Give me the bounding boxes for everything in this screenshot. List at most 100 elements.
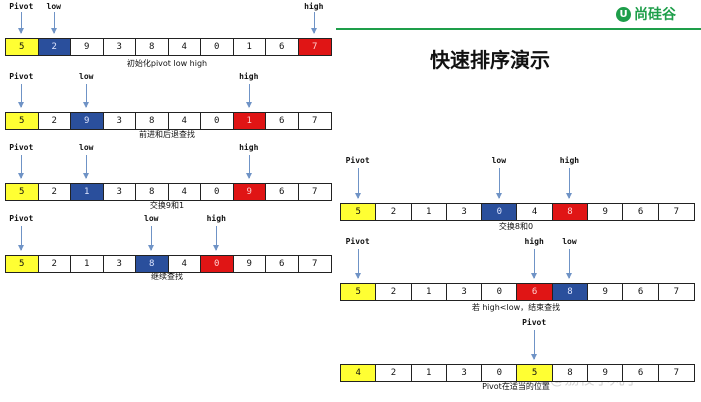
array-cell: 1	[71, 256, 104, 272]
pointer-label: high	[524, 237, 544, 246]
array-cell: 6	[517, 284, 553, 300]
pointer-label: high	[239, 72, 259, 81]
array-cell: 2	[39, 256, 71, 272]
pointer-label: Pivot	[522, 318, 547, 327]
array-cell: 9	[71, 113, 104, 129]
array-cell: 0	[482, 284, 518, 300]
pointer-arrow	[245, 155, 252, 179]
array-cell: 9	[71, 39, 104, 55]
array-cell: 5	[6, 113, 39, 129]
array-cell: 7	[673, 287, 680, 297]
pointer-arrow	[245, 84, 252, 108]
array-cell: 1	[412, 284, 447, 300]
step-caption: 继续查找	[151, 272, 183, 281]
array-cell: 9	[234, 256, 266, 272]
array-cell: 3	[104, 256, 136, 272]
pointer-label: high	[559, 156, 580, 165]
array-cell: 4	[169, 256, 201, 272]
array-cell: 1	[412, 365, 447, 381]
array-cell: 7	[312, 187, 318, 197]
array-cell: 7	[673, 207, 680, 217]
pointer-arrow	[83, 155, 90, 179]
pointer-label: Pivot	[9, 2, 34, 11]
pointer-arrow	[566, 168, 573, 199]
array-cell: 6	[266, 184, 299, 200]
array-cell: 2	[376, 204, 412, 220]
array-cell: 7	[298, 39, 331, 55]
pointer-arrow	[18, 155, 25, 179]
array-cell: 5	[6, 39, 39, 55]
array-cell: 9	[588, 284, 624, 300]
pointer-arrow	[531, 330, 538, 360]
array-cell: 6	[266, 39, 299, 55]
array-cell: 2	[376, 284, 412, 300]
array-cell: 7	[673, 368, 680, 378]
array-cell: 7	[312, 259, 318, 269]
pointer-arrow	[495, 168, 502, 199]
array-cell: 0	[201, 256, 234, 272]
array-cell: 1	[412, 204, 447, 220]
pointer-arrow	[18, 12, 25, 34]
pointer-arrow	[566, 249, 573, 279]
array-cell: 3	[104, 113, 136, 129]
pointer-label: low	[79, 143, 94, 152]
pointer-label: Pivot	[9, 214, 34, 223]
pointer-arrow	[83, 84, 90, 108]
pointer-arrow	[50, 12, 57, 34]
array-cell: 3	[447, 204, 483, 220]
array-cell: 7	[312, 116, 318, 126]
array-cell: 8	[552, 284, 589, 300]
pointer-label: high	[304, 2, 324, 11]
pointer-arrow	[354, 168, 361, 199]
array-cell: 6	[623, 284, 659, 300]
array-cell: 5	[341, 204, 377, 220]
step-caption: 前进和后退查找	[139, 130, 195, 139]
array-cell: 8	[553, 365, 589, 381]
array-cell: 4	[517, 204, 553, 220]
array-cell: 0	[201, 39, 234, 55]
array-cell: 4	[169, 113, 201, 129]
array-cell: 2	[39, 184, 71, 200]
array-cell: 6	[623, 365, 659, 381]
pointer-label: high	[206, 214, 226, 223]
pointer-arrow	[354, 249, 361, 279]
pointer-label: low	[491, 156, 507, 165]
array-cell: 1	[233, 113, 266, 129]
page-title: 快速排序演示	[430, 48, 550, 72]
step-caption: 交换8和0	[498, 222, 534, 231]
pointer-label: low	[562, 237, 577, 246]
array-cell: 3	[104, 184, 136, 200]
step-caption: 若 high<low，结束查找	[471, 303, 561, 312]
pointer-label: low	[79, 72, 94, 81]
array-cell: 5	[517, 365, 553, 381]
array-cell: 8	[136, 39, 169, 55]
array-cell: 6	[266, 113, 299, 129]
pointer-label: Pivot	[9, 72, 34, 81]
step-caption: 交换9和1	[149, 201, 185, 210]
brand-logo: U 尚硅谷	[616, 4, 676, 24]
logo-text: 尚硅谷	[634, 7, 676, 23]
pointer-label: high	[239, 143, 259, 152]
array-cell: 3	[104, 39, 136, 55]
pointer-arrow	[213, 226, 220, 251]
pointer-label: Pivot	[345, 156, 370, 165]
array-cell: 2	[38, 39, 71, 55]
pointer-label: Pivot	[9, 143, 34, 152]
step-caption: Pivot在适当的位置	[482, 382, 550, 391]
array-cell: 9	[233, 184, 266, 200]
array-cell: 1	[234, 39, 266, 55]
array-cell: 4	[169, 184, 201, 200]
logo-icon: U	[616, 6, 631, 22]
array-cell: 3	[447, 284, 483, 300]
pointer-arrow	[148, 226, 155, 251]
array-cell: 4	[169, 39, 201, 55]
header-divider	[336, 28, 701, 30]
array-cell: 8	[136, 256, 169, 272]
array-cell: 0	[482, 365, 518, 381]
